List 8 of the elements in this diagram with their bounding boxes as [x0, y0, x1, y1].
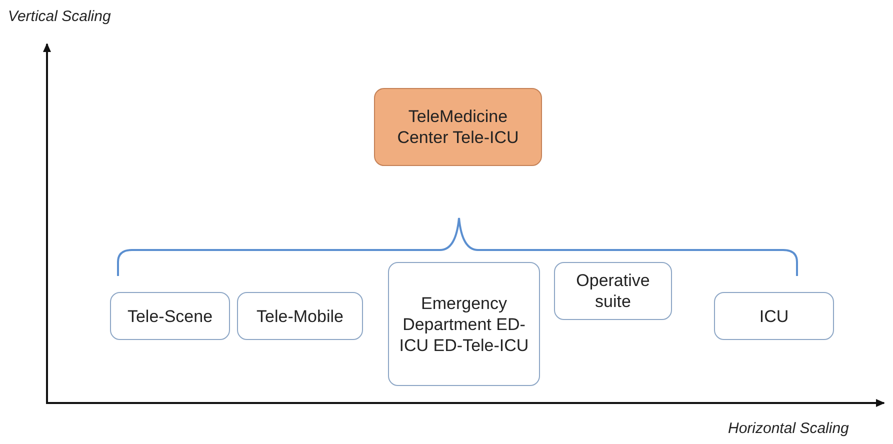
- unit-box: Tele-Scene: [110, 292, 230, 340]
- axis-label: Vertical Scaling: [8, 8, 111, 25]
- unit-box: Tele-Mobile: [237, 292, 363, 340]
- unit-box: Emergency Department ED-ICU ED-Tele-ICU: [388, 262, 540, 386]
- center-box: TeleMedicine Center Tele-ICU: [374, 88, 542, 166]
- axis-label: Horizontal Scaling: [728, 420, 849, 437]
- unit-box: Operative suite: [554, 262, 672, 320]
- unit-box: ICU: [714, 292, 834, 340]
